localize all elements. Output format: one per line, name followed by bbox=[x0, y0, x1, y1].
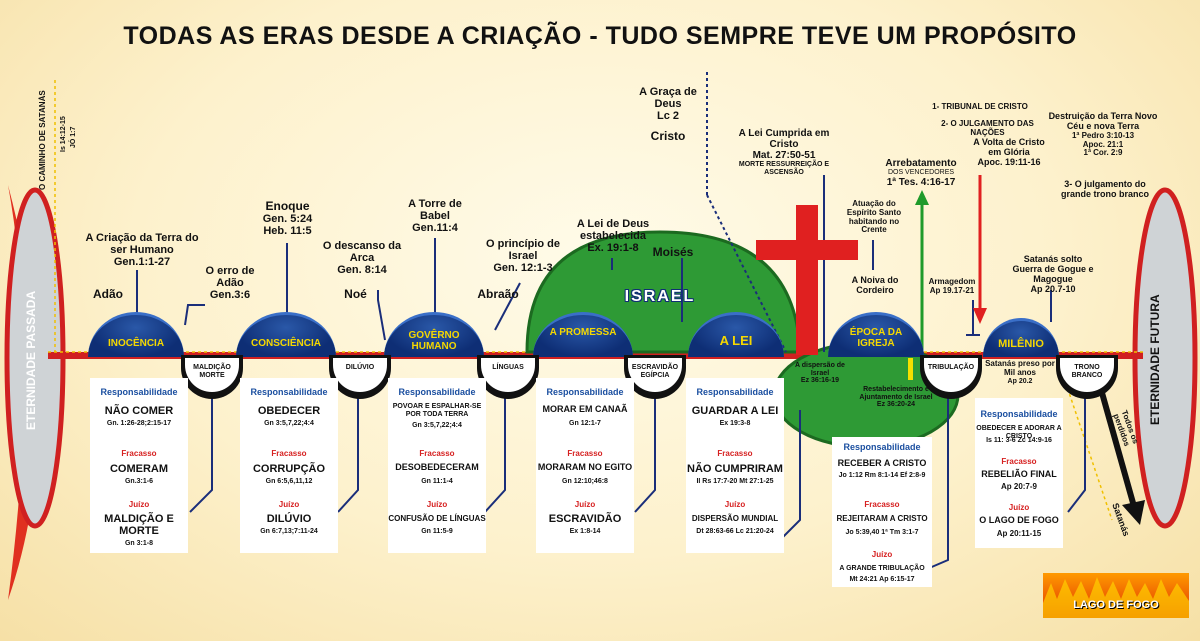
era-governo-humano: GOVÊRNO HUMANO bbox=[384, 312, 484, 357]
label-tribunal: 1- TRIBUNAL DE CRISTO bbox=[932, 102, 1028, 111]
right-eternity-label: ETERNIDADE FUTURA bbox=[1148, 294, 1162, 426]
satan-path-ref2: JÓ 1:7 bbox=[70, 126, 77, 148]
satan-path-label: O CAMINHO DE SATANÁS bbox=[38, 90, 47, 190]
label-julgamento-nacoes: 2- O JULGAMENTO DAS NAÇÕES bbox=[941, 119, 1034, 137]
label-atuacao: Atuação do Espírito Santo habitando no C… bbox=[846, 199, 902, 235]
label-cristo: Cristo bbox=[650, 129, 686, 143]
label-restabelecimento: Restabelecimento e Ajuntamento de Israel… bbox=[859, 386, 933, 409]
label-noe: Noé bbox=[344, 287, 367, 301]
right-eternity-shape bbox=[1132, 187, 1198, 529]
panel-inocencia: Responsabilidade NÃO COMER Gn. 1:26-28;2… bbox=[90, 378, 188, 553]
cross-vertical bbox=[796, 205, 818, 355]
lake-label: LAGO DE FOGO bbox=[1073, 599, 1159, 611]
panel-a-promessa: Responsabilidade MORAR EM CANAÃ Gn 12:1-… bbox=[536, 378, 634, 553]
judgment-linguas: LÍNGUAS bbox=[477, 355, 539, 399]
page-title: TODAS AS ERAS DESDE A CRIAÇÃO - TUDO SEM… bbox=[123, 22, 1077, 50]
panel-milenio: Responsabilidade OBEDECER E ADORAR A CRI… bbox=[975, 398, 1063, 548]
label-adao: Adão bbox=[93, 287, 123, 301]
panel-epoca-da-igreja: Responsabilidade RECEBER A CRISTO Jo 1:1… bbox=[832, 437, 932, 587]
left-eternity-label: ETERNIDADE PASSADA bbox=[24, 290, 38, 430]
israel-label: ISRAEL bbox=[624, 288, 696, 305]
cross-horizontal bbox=[756, 240, 858, 260]
panel-a-lei: Responsabilidade GUARDAR A LEI Ex 19:3-8… bbox=[686, 378, 784, 553]
lake-of-fire: LAGO DE FOGO bbox=[1043, 573, 1189, 618]
panel-governo-humano: Responsabilidade POVOAR E ESPALHAR-SE PO… bbox=[388, 378, 486, 553]
label-destruicao: Destruição da Terra Novo Céu e nova Terr… bbox=[1048, 111, 1158, 158]
label-noiva: A Noiva do Cordeiro bbox=[851, 275, 899, 295]
judgment-escravidao-egipcia: ESCRAVIDÃO EGÍPCIA bbox=[624, 355, 686, 399]
label-julgamento-grande: 3- O julgamento do grande trono branco bbox=[1060, 179, 1149, 199]
label-abraao: Abraão bbox=[477, 287, 519, 301]
panel-consciencia: Responsabilidade OBEDECER Gn 3:5,7,22;4:… bbox=[240, 378, 338, 553]
flames-icon bbox=[1043, 577, 1189, 618]
satan-path-ref1: Is 14:12-15 bbox=[60, 116, 67, 152]
label-moises: Moisés bbox=[652, 245, 694, 259]
judgment-maldicao-morte: MALDIÇÃO MORTE bbox=[181, 355, 243, 399]
